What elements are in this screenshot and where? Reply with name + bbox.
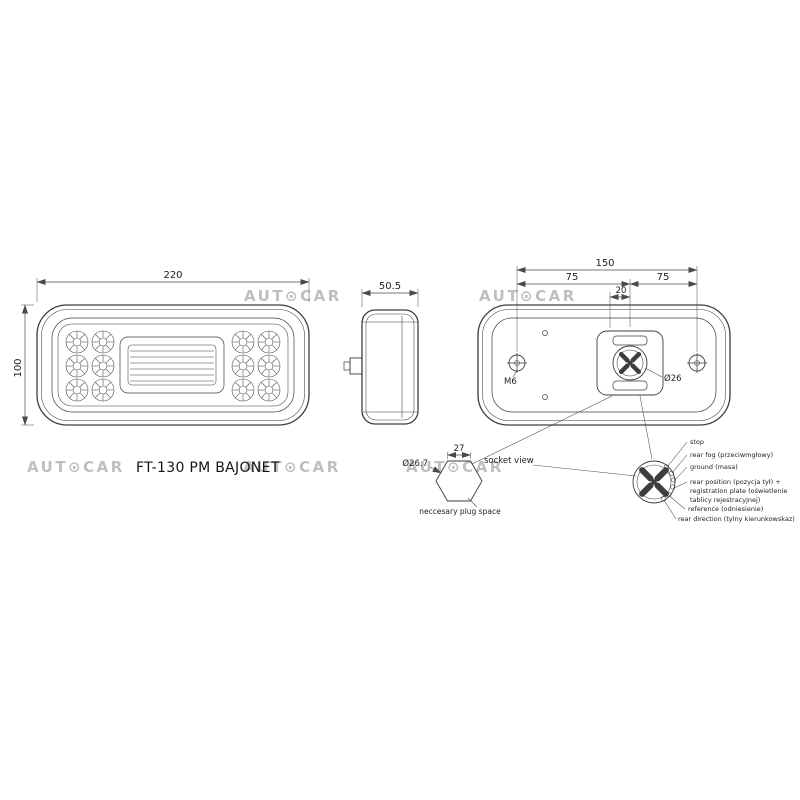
watermark: AUT⊙CAR <box>244 287 342 305</box>
rear-view-dimensions: 150 75 75 20 <box>516 258 698 352</box>
pin-label-rear-direction: rear direction (tylny kierunkowskaz) <box>678 515 795 523</box>
watermark: AUT⊙CAR <box>406 458 504 476</box>
dim-front-height: 100 <box>13 358 24 377</box>
front-led-cluster-left <box>65 330 115 402</box>
plug-across-dim: 27 <box>454 444 465 454</box>
pin-label-rear-position-3: tablicy rejestracyjnej) <box>690 496 760 504</box>
socket-view-label: socket view <box>484 456 534 466</box>
side-plug <box>343 357 363 375</box>
screw-size-label: M6 <box>504 377 517 387</box>
pin-label-stop: stop <box>690 438 704 446</box>
socket-pin <box>664 464 669 470</box>
pin-label-ground: ground (masa) <box>690 463 738 471</box>
watermark: AUT⊙CAR <box>479 287 577 305</box>
dim-rear-total: 150 <box>595 258 614 269</box>
rear-view: 150 75 75 20 <box>471 258 731 465</box>
side-view-dimensions: 50.5 <box>361 281 419 307</box>
rear-lamp-body <box>477 304 731 426</box>
watermark: AUT⊙CAR <box>243 458 341 476</box>
socket-face <box>632 460 676 504</box>
pin-label-rear-fog: rear fog (przeciwmgłowy) <box>690 451 773 459</box>
product-title: FT-130 PM BAJONET <box>136 460 280 476</box>
connector-diameter-label: Ø26 <box>664 373 682 384</box>
pin-label-reference: reference (odniesienie) <box>688 505 763 513</box>
dim-front-width: 220 <box>163 270 182 281</box>
socket-pin <box>661 496 667 502</box>
pin-label-rear-position-1: rear position (pozycja tył) + <box>690 478 781 486</box>
front-lamp-body <box>36 304 310 426</box>
front-led-cluster-right <box>231 330 281 402</box>
dim-rear-right: 75 <box>657 272 670 283</box>
rear-to-detail-leaders <box>471 395 653 465</box>
side-view: 50.5 <box>343 281 419 425</box>
plug-diameter-label: Ø26.7 <box>402 458 428 469</box>
dim-side-depth: 50.5 <box>379 281 401 292</box>
front-center-module <box>119 336 225 394</box>
plug-hexagon <box>435 460 483 502</box>
plug-space-note: neccesary plug space <box>419 507 501 516</box>
pin-label-rear-position-2: registration plate (oświetlenie <box>690 487 787 495</box>
rear-connector-plate <box>596 330 664 396</box>
socket-pin-labels: stop rear fog (przeciwmgłowy) ground (ma… <box>678 438 795 523</box>
front-view-dimensions: 220 100 <box>13 270 310 426</box>
socket-pin <box>666 492 672 497</box>
rear-view-labels: M6 Ø26 <box>504 367 682 387</box>
side-lamp-body <box>361 309 419 425</box>
watermark: AUT⊙CAR <box>27 458 125 476</box>
socket-pin <box>669 471 674 476</box>
front-view: 220 100 <box>13 270 310 426</box>
socket-detail: socket view stop rear fog (przeciwmgłowy… <box>484 438 795 523</box>
dim-rear-offset: 20 <box>616 286 627 296</box>
rear-screw-left <box>507 353 527 373</box>
plug-detail: 27 Ø26.7 neccesary plug space <box>402 444 501 516</box>
dim-rear-left: 75 <box>566 272 579 283</box>
socket-pin <box>670 484 676 490</box>
rear-screw-right <box>687 353 707 373</box>
socket-pin <box>671 477 676 483</box>
socket-pin-leaders <box>663 441 688 520</box>
